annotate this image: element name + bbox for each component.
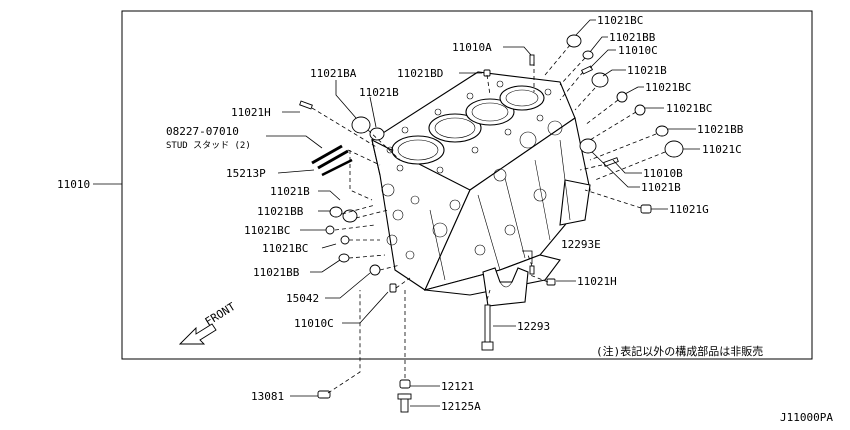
part-label-13081: 13081 xyxy=(251,390,284,403)
part-label-08227-07010: 08227-07010 xyxy=(166,125,239,138)
part-label-11021bb-1: 11021BB xyxy=(609,31,656,44)
part-label-11021c: 11021C xyxy=(702,143,742,156)
part-label-11021b-2: 11021B xyxy=(641,181,681,194)
part-label-11021bc-4: 11021BC xyxy=(244,224,290,237)
part-label-15213p: 15213P xyxy=(226,167,266,180)
part-label-12125a: 12125A xyxy=(441,400,481,413)
part-label-11021bb-4: 11021BB xyxy=(253,266,300,279)
part-label-11010: 11010 xyxy=(57,178,90,191)
part-label-11021bb-2: 11021BB xyxy=(697,123,744,136)
part-label-11021h-1: 11021H xyxy=(231,106,271,119)
part-label-11010b: 11010B xyxy=(643,167,683,180)
part-label-11021g: 11021G xyxy=(669,203,709,216)
part-label-11010a: 11010A xyxy=(452,41,492,54)
main-bearing-cap-illustration xyxy=(482,267,529,307)
cylinder-block-illustration xyxy=(371,71,591,296)
plug-parts xyxy=(299,34,684,413)
part-label-11021bb-3: 11021BB xyxy=(257,205,304,218)
part-label-15042: 15042 xyxy=(286,292,319,305)
part-label-11021b-1: 11021B xyxy=(627,64,667,77)
non-sale-note: (注)表記以外の構成部品は非販売 xyxy=(596,344,763,358)
front-direction-indicator xyxy=(178,323,217,345)
part-label-stud: STUD スタッド (2) xyxy=(166,140,251,151)
part-label-11021b-4: 11021B xyxy=(270,185,310,198)
part-label-11021bc-5: 11021BC xyxy=(262,242,308,255)
part-label-12293: 12293 xyxy=(517,320,550,333)
part-label-11021bd: 11021BD xyxy=(397,67,443,80)
part-label-11021bc-2: 11021BC xyxy=(645,81,691,94)
part-label-11021b-3: 11021B xyxy=(359,86,399,99)
front-label: FRONT xyxy=(203,300,238,329)
diagram-code: J11000PA xyxy=(780,411,833,424)
part-label-11010c-2: 11010C xyxy=(294,317,334,330)
dashed-guide-lines xyxy=(311,44,666,394)
part-label-11010c-1: 11010C xyxy=(618,44,658,57)
diagram-frame xyxy=(121,10,813,360)
part-label-11021bc-3: 11021BC xyxy=(666,102,712,115)
part-label-11021h-2: 11021H xyxy=(577,275,617,288)
part-label-12293e: 12293E xyxy=(561,238,601,251)
part-number-labels: 11021BC 11021BB 11010C 11021B 11021BC 11… xyxy=(57,14,744,413)
part-label-12121: 12121 xyxy=(441,380,474,393)
part-label-11021bc-1: 11021BC xyxy=(597,14,643,27)
leader-lines xyxy=(93,19,700,407)
part-label-11021ba: 11021BA xyxy=(310,67,357,80)
